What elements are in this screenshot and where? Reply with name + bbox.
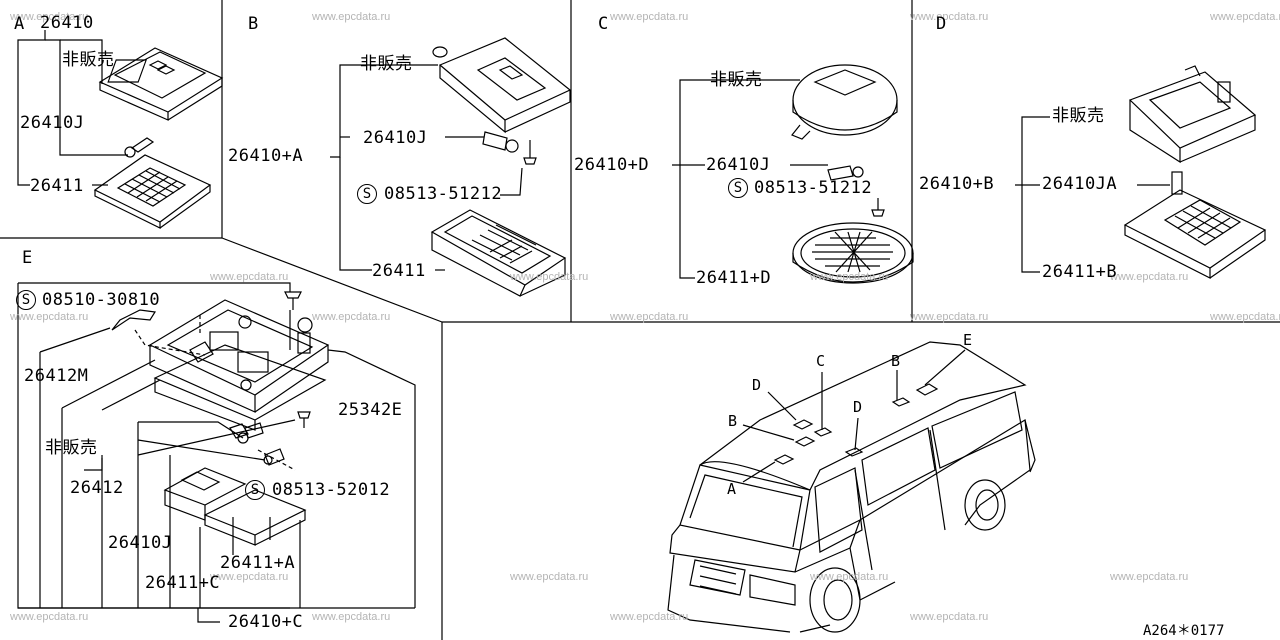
- section-d-drawing: [1015, 65, 1267, 279]
- screw-symbol-icon: S: [728, 178, 748, 198]
- watermark: www.epcdata.ru: [1110, 571, 1189, 583]
- section-c-label-bulb: 26410J: [706, 155, 771, 175]
- vehicle-callout-b-front: B: [728, 412, 738, 430]
- section-c-label-assembly: 26410+D: [574, 155, 650, 175]
- section-e-label-switch: 25342E: [338, 400, 403, 420]
- watermark: www.epcdata.ru: [1110, 271, 1189, 283]
- watermark: www.epcdata.ru: [810, 271, 889, 283]
- section-d-label-assembly: 26410+B: [919, 174, 995, 194]
- section-a-label-bulb: 26410J: [20, 113, 85, 133]
- watermark: www.epcdata.ru: [610, 311, 689, 323]
- section-a-drawing: [17, 30, 224, 229]
- section-a-top-code: 26410: [40, 13, 94, 33]
- section-e-label-screw-side: 08513-52012: [272, 480, 391, 500]
- watermark: www.epcdata.ru: [610, 11, 689, 23]
- vehicle-drawing: [667, 341, 1036, 633]
- vehicle-callout-d-front: D: [752, 376, 762, 394]
- section-e-label-bulb: 26410J: [108, 533, 173, 553]
- screw-symbol-icon: S: [357, 184, 377, 204]
- vehicle-callout-c: C: [816, 352, 826, 370]
- section-e-drawing: [17, 282, 416, 623]
- section-d-label-not-for-sale: 非販売: [1052, 106, 1105, 126]
- section-e-label-clip: 26412M: [24, 366, 89, 386]
- section-a-letter: A: [14, 14, 25, 34]
- vehicle-callout-a: A: [727, 480, 737, 498]
- section-e-label-lens-a: 26411+A: [220, 553, 296, 573]
- section-c-label-lens: 26411+D: [696, 268, 772, 288]
- section-e-letter: E: [22, 248, 33, 268]
- watermark: www.epcdata.ru: [10, 11, 89, 23]
- section-b-drawing: [330, 37, 572, 297]
- watermark: www.epcdata.ru: [810, 571, 889, 583]
- section-d-letter: D: [936, 14, 947, 34]
- vehicle-callout-d-rear: D: [853, 398, 863, 416]
- section-b-letter: B: [248, 14, 259, 34]
- watermark: www.epcdata.ru: [1210, 311, 1280, 323]
- section-b-label-bulb: 26410J: [363, 128, 428, 148]
- watermark: www.epcdata.ru: [312, 311, 391, 323]
- vehicle-callout-b-rear: B: [891, 352, 901, 370]
- section-b-label-not-for-sale: 非販売: [360, 54, 413, 74]
- section-a-label-not-for-sale: 非販売: [62, 50, 115, 70]
- section-e-label-screw-top: 08510-30810: [42, 290, 161, 310]
- section-e-label-assembly: 26410+C: [228, 612, 304, 632]
- watermark: www.epcdata.ru: [312, 11, 391, 23]
- diagram-code: A264＊0177: [1143, 623, 1225, 639]
- section-d-label-lens: 26411+B: [1042, 262, 1118, 282]
- watermark: www.epcdata.ru: [510, 571, 589, 583]
- screw-symbol-icon: S: [16, 290, 36, 310]
- screw-symbol-icon: S: [245, 480, 265, 500]
- section-b-label-lens: 26411: [372, 261, 426, 281]
- section-c-drawing: [672, 64, 914, 284]
- watermark: www.epcdata.ru: [910, 11, 989, 23]
- section-e-label-housing: 26412: [70, 478, 124, 498]
- watermark: www.epcdata.ru: [210, 571, 289, 583]
- section-c-label-not-for-sale: 非販売: [710, 70, 763, 90]
- vehicle-callout-e: E: [963, 331, 973, 349]
- watermark: www.epcdata.ru: [312, 611, 391, 623]
- watermark: www.epcdata.ru: [910, 311, 989, 323]
- watermark: www.epcdata.ru: [10, 611, 89, 623]
- watermark: www.epcdata.ru: [910, 611, 989, 623]
- watermark: www.epcdata.ru: [510, 271, 589, 283]
- section-d-label-bulb: 26410JA: [1042, 174, 1118, 194]
- section-c-letter: C: [598, 14, 609, 34]
- section-a-label-lens: 26411: [30, 176, 84, 196]
- section-e-label-lens-c: 26411+C: [145, 573, 221, 593]
- section-b-label-assembly: 26410+A: [228, 146, 304, 166]
- watermark: www.epcdata.ru: [1210, 11, 1280, 23]
- section-b-label-screw: 08513-51212: [384, 184, 503, 204]
- watermark: www.epcdata.ru: [610, 611, 689, 623]
- watermark: www.epcdata.ru: [10, 311, 89, 323]
- watermark: www.epcdata.ru: [210, 271, 289, 283]
- section-e-label-not-for-sale: 非販売: [45, 438, 98, 458]
- section-c-label-screw: 08513-51212: [754, 178, 873, 198]
